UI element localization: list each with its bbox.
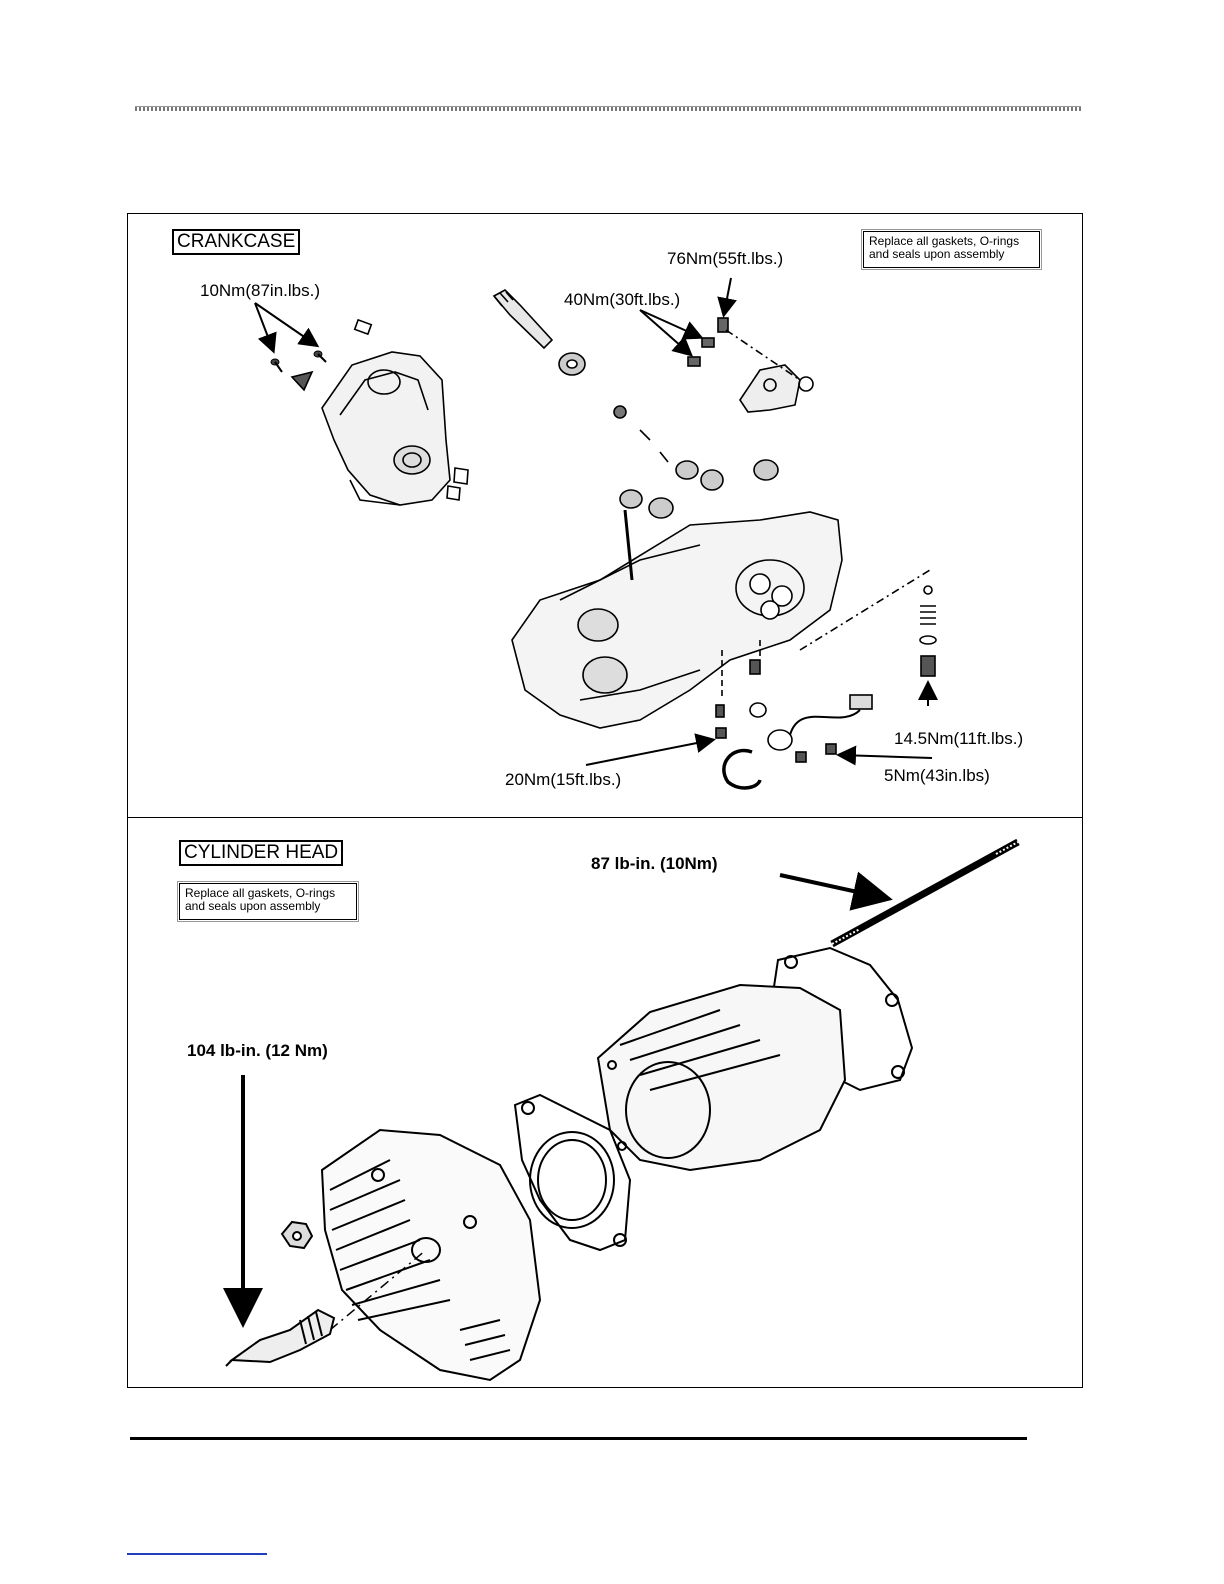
- head-casting: [322, 1130, 540, 1380]
- footer-link-underline: [127, 1553, 267, 1555]
- case-screws: [271, 351, 326, 372]
- footer-rule: [130, 1437, 1027, 1440]
- main-crankcase: [512, 406, 842, 728]
- torque-label-40nm: 40Nm(30ft.lbs.): [564, 290, 680, 310]
- crankcase-title: CRANKCASE: [172, 229, 300, 255]
- head-nut: [282, 1222, 312, 1248]
- torque-label-10nm: 10Nm(87in.lbs.): [200, 281, 320, 301]
- circlip: [724, 751, 760, 788]
- torque-label-5nm: 5Nm(43in.lbs): [884, 766, 990, 786]
- sensor-wire: [716, 640, 872, 762]
- torque-label-76nm: 76Nm(55ft.lbs.): [667, 249, 783, 269]
- cylinder-head-title: CYLINDER HEAD: [179, 840, 343, 866]
- torque-label-stud: 87 lb-in. (10Nm): [591, 854, 718, 874]
- mount-bracket: [688, 318, 813, 412]
- torque-label-14-5nm: 14.5Nm(11ft.lbs.): [894, 729, 1023, 749]
- left-crankcase-half: [292, 320, 468, 505]
- torque-label-20nm: 20Nm(15ft.lbs.): [505, 770, 621, 790]
- crankcase-gasket-note: Replace all gaskets, O-rings and seals u…: [863, 231, 1040, 268]
- torque-label-spark-plug: 104 lb-in. (12 Nm): [187, 1041, 328, 1061]
- cylinder-head-gasket-note: Replace all gaskets, O-rings and seals u…: [179, 883, 357, 920]
- cylinder-barrel: [598, 985, 845, 1170]
